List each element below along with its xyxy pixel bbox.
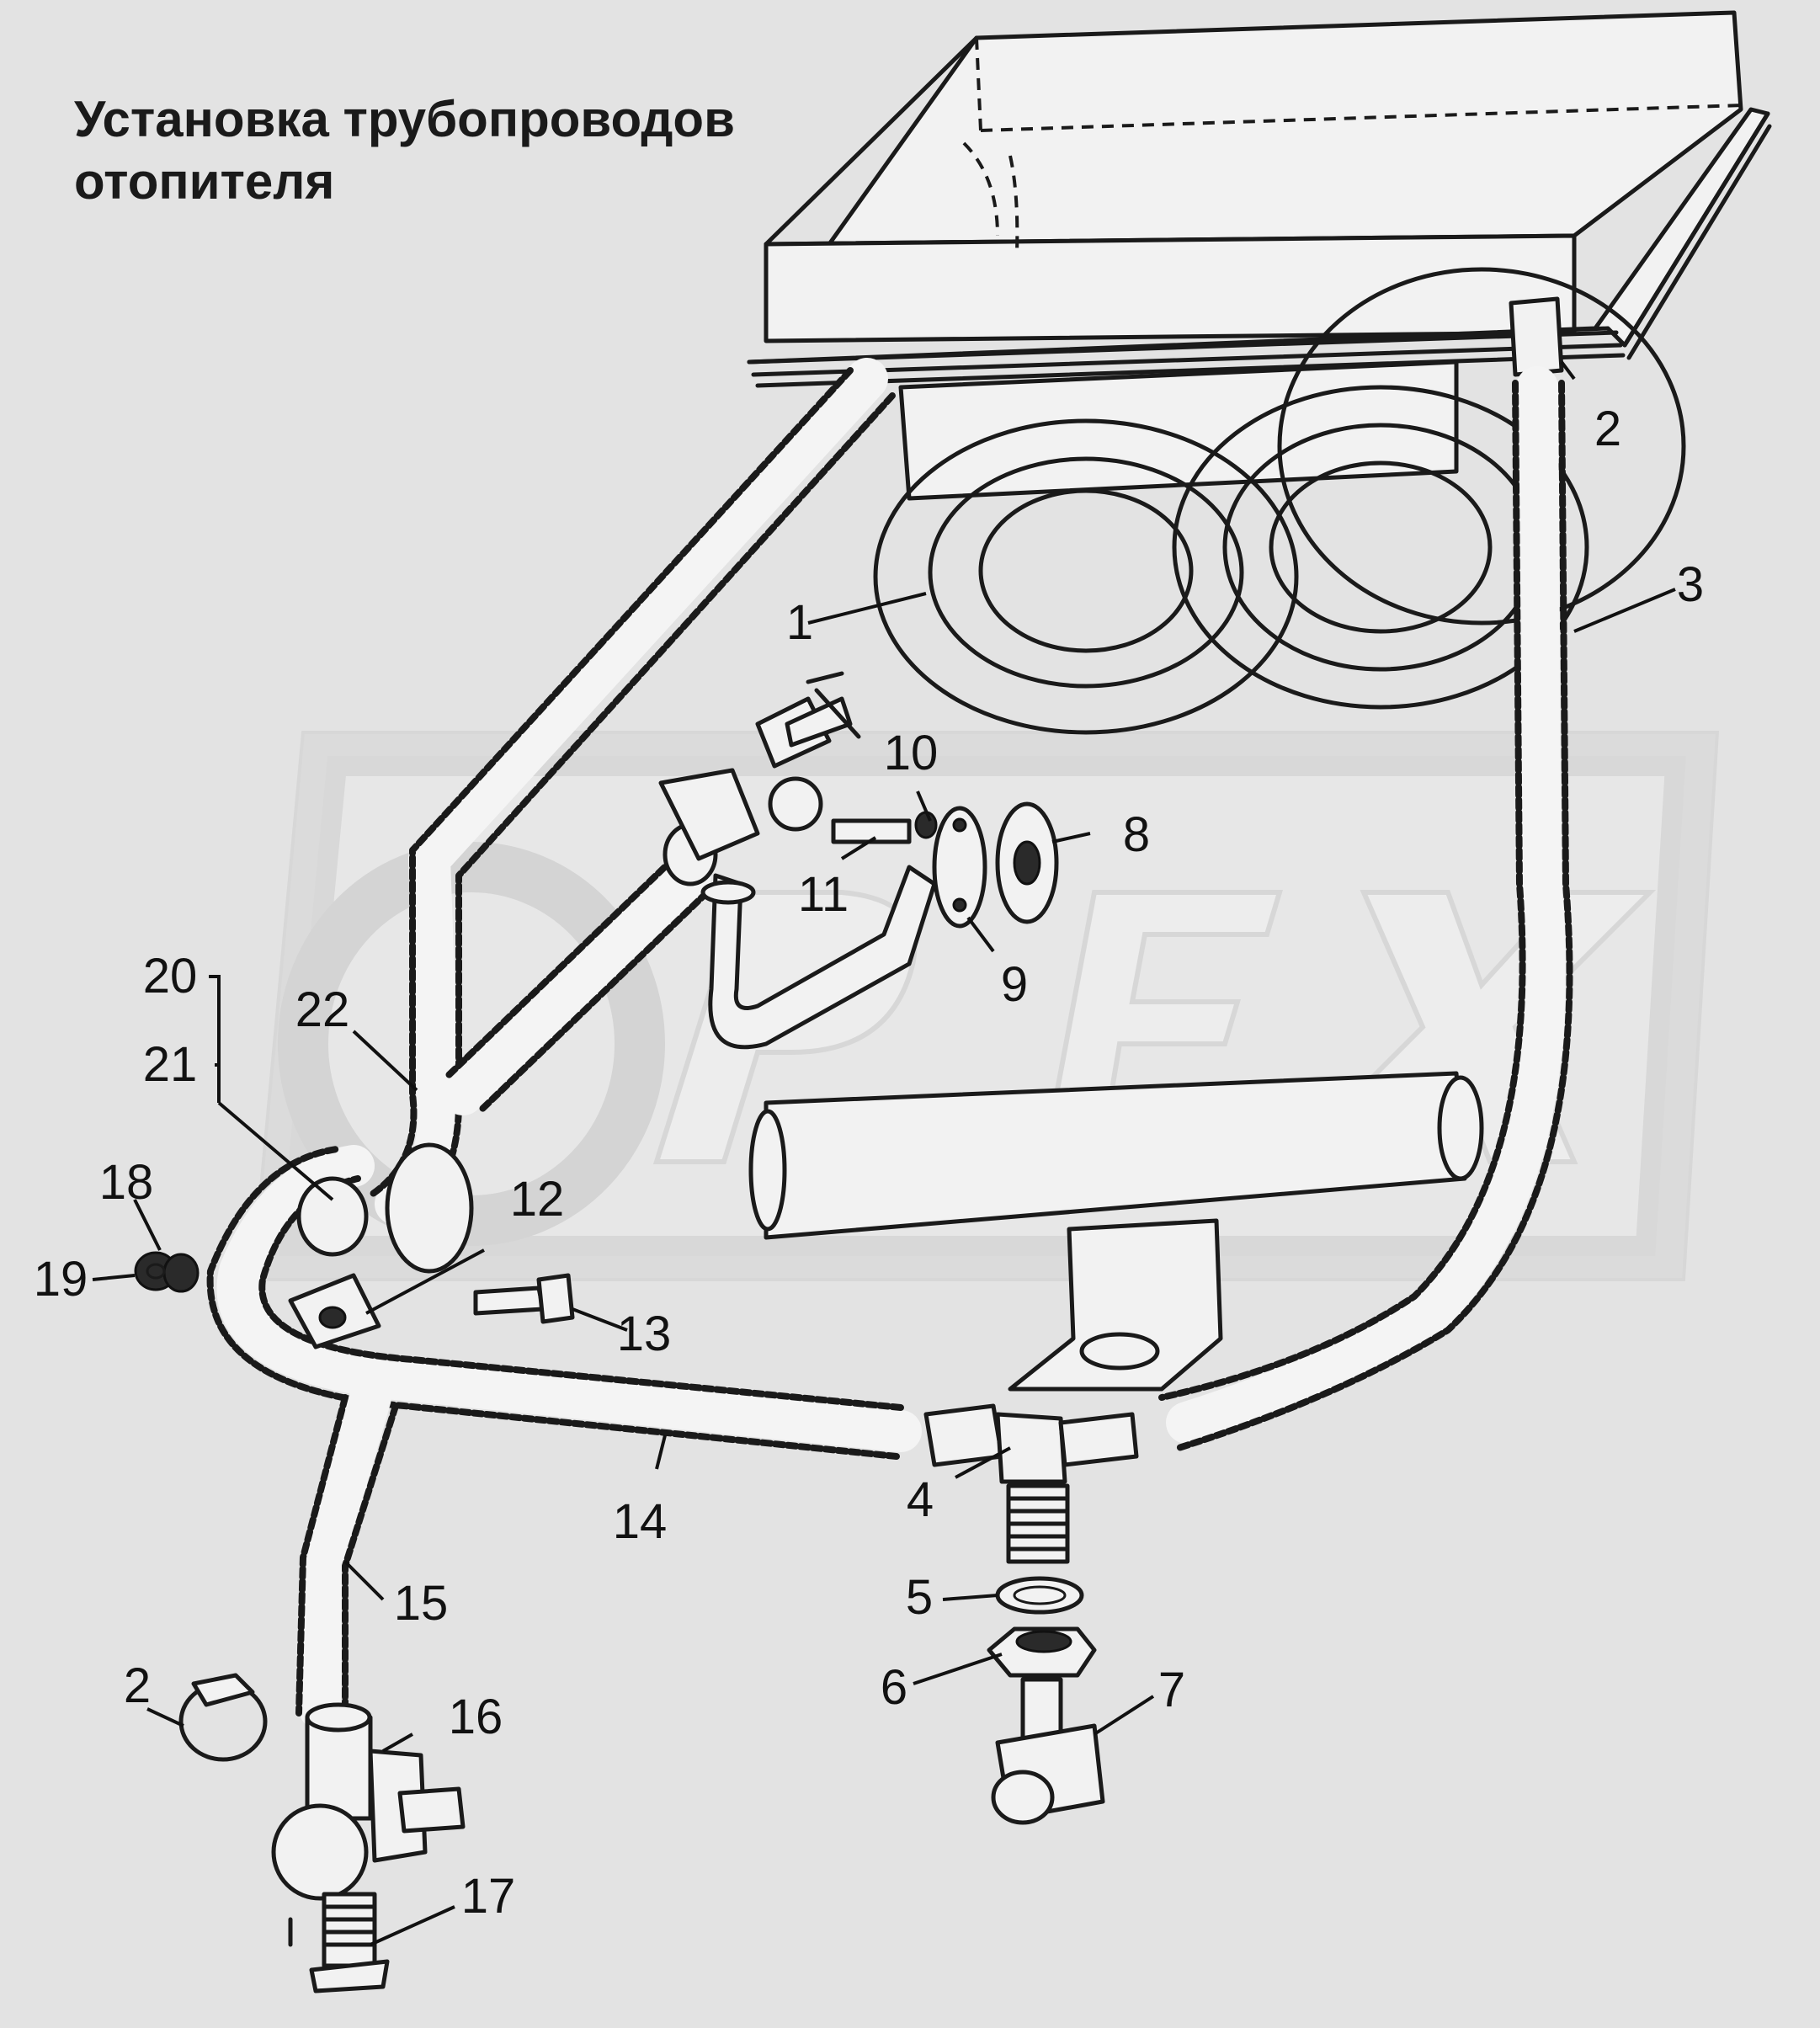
callout-15: 15 <box>393 1576 449 1631</box>
callout-17: 17 <box>460 1869 516 1924</box>
callout-16: 16 <box>448 1690 503 1744</box>
callout-19: 19 <box>33 1252 88 1307</box>
callout-11: 11 <box>797 867 849 922</box>
callout-5: 5 <box>905 1570 934 1625</box>
callout-22: 22 <box>295 982 350 1037</box>
heater-tap-assembly <box>442 671 1059 1115</box>
callout-13: 13 <box>616 1307 672 1361</box>
callout-8: 8 <box>1122 807 1151 862</box>
nut-washer <box>134 1251 200 1293</box>
title-line-1: Установка трубопроводов <box>74 91 735 147</box>
heater-fan-housing <box>873 267 1686 735</box>
callout-12: 12 <box>509 1172 565 1227</box>
callout-20: 20 <box>142 949 198 1003</box>
mounting-bracket <box>748 1071 1484 1392</box>
callout-6: 6 <box>880 1660 908 1715</box>
gasket <box>995 1576 1084 1615</box>
hose-return-right <box>1158 296 1573 1451</box>
callout-2-top: 2 <box>1594 402 1622 456</box>
callout-1: 1 <box>785 595 814 650</box>
callout-7: 7 <box>1157 1663 1186 1717</box>
callout-10: 10 <box>883 726 939 780</box>
callout-18: 18 <box>98 1155 154 1210</box>
callout-14: 14 <box>612 1494 668 1549</box>
leader-lines <box>92 360 1676 1946</box>
drain-valve <box>991 1677 1105 1825</box>
callout-21: 21 <box>142 1037 198 1092</box>
valve <box>271 1702 466 1947</box>
tee-fitting <box>923 1403 1139 1564</box>
clamp <box>288 1273 381 1349</box>
nut <box>987 1626 1097 1678</box>
hose-drain <box>295 1376 399 1730</box>
callout-4: 4 <box>906 1472 934 1527</box>
hose-clamp <box>178 1673 268 1762</box>
bolt <box>473 1273 575 1324</box>
diagram-title: Установка трубопроводов отопителя <box>74 88 735 213</box>
callout-9: 9 <box>1000 957 1029 1012</box>
callout-2-bottom: 2 <box>123 1658 152 1713</box>
callout-3: 3 <box>1676 557 1705 612</box>
hose-lower-loop <box>206 1142 922 1460</box>
drain-plug <box>309 1892 390 1993</box>
title-line-2: отопителя <box>74 153 335 210</box>
